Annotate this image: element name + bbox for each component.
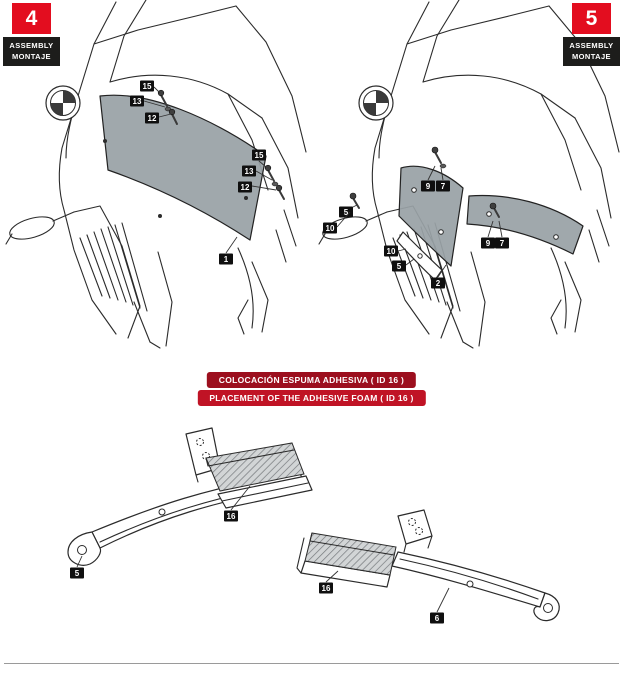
- callout-9-top: 9: [421, 165, 436, 192]
- svg-text:10: 10: [326, 224, 335, 233]
- svg-text:1: 1: [224, 255, 229, 264]
- callout-10-left: 10: [323, 211, 351, 234]
- step-4-assembly-label: ASSEMBLY MONTAJE: [3, 37, 60, 66]
- callout-15-upper: 15: [140, 80, 161, 94]
- bracket-part-6: [296, 509, 560, 622]
- screw-left: [349, 192, 360, 209]
- step-5-badge: 5 ASSEMBLY MONTAJE: [563, 3, 620, 66]
- step-4-number: 4: [12, 3, 51, 34]
- svg-text:15: 15: [143, 82, 152, 91]
- callout-13-upper: 13: [130, 95, 166, 108]
- svg-text:5: 5: [397, 262, 402, 271]
- svg-text:9: 9: [486, 239, 491, 248]
- step-5-diagram: 9 7 5 10 10 5: [318, 0, 620, 349]
- banner-line-english: PLACEMENT OF THE ADHESIVE FOAM ( ID 16 ): [197, 390, 426, 406]
- montaje-text: MONTAJE: [572, 51, 611, 61]
- footer-divider: [4, 663, 619, 664]
- screw-right: [489, 202, 500, 218]
- svg-text:13: 13: [133, 97, 142, 106]
- svg-text:16: 16: [322, 584, 331, 593]
- svg-text:10: 10: [387, 247, 396, 256]
- callout-2-deflector: 2: [431, 264, 447, 289]
- callout-16-right: 16: [319, 570, 339, 594]
- callout-5-bracket: 5: [70, 555, 84, 579]
- svg-text:5: 5: [75, 569, 80, 578]
- banner-line-spanish: COLOCACIÓN ESPUMA ADHESIVA ( ID 16 ): [206, 372, 417, 388]
- svg-text:6: 6: [435, 614, 440, 623]
- callout-5-bottom: 5: [392, 258, 415, 272]
- step-5-assembly-label: ASSEMBLY MONTAJE: [563, 37, 620, 66]
- callout-5-left: 5: [339, 204, 358, 218]
- assembly-text: ASSEMBLY: [569, 41, 614, 50]
- step-5-number: 5: [572, 3, 611, 34]
- svg-text:12: 12: [148, 114, 157, 123]
- foam-strip-right: [304, 532, 397, 576]
- svg-text:15: 15: [255, 151, 264, 160]
- svg-text:7: 7: [441, 182, 446, 191]
- svg-text:9: 9: [426, 182, 431, 191]
- callout-9-right: 9: [481, 220, 495, 249]
- assembly-text: ASSEMBLY: [9, 41, 54, 50]
- callout-7-right: 7: [495, 220, 509, 249]
- screw-cluster-right: [264, 164, 285, 200]
- callout-1-windscreen: 1: [219, 236, 238, 265]
- callout-12-right: 12: [238, 181, 277, 193]
- adhesive-foam-banner: COLOCACIÓN ESPUMA ADHESIVA ( ID 16 ) PLA…: [197, 372, 426, 406]
- callout-10-bottom: 10: [384, 245, 407, 257]
- screw-cluster-upper: [157, 89, 178, 125]
- callout-6-bracket: 6: [430, 587, 450, 624]
- svg-text:12: 12: [241, 183, 250, 192]
- callout-13-right: 13: [242, 165, 273, 181]
- windscreen-part-1: [99, 94, 267, 241]
- svg-text:5: 5: [344, 208, 349, 217]
- step-4-badge: 4 ASSEMBLY MONTAJE: [3, 3, 60, 66]
- callout-16-left: 16: [224, 485, 251, 522]
- callout-12-upper: 12: [145, 112, 172, 124]
- svg-text:13: 13: [245, 167, 254, 176]
- svg-text:16: 16: [227, 512, 236, 521]
- foam-placement-diagram: 16 5 16: [67, 427, 560, 624]
- svg-text:2: 2: [436, 279, 441, 288]
- step-4-diagram: 15 13 12 15 13: [5, 0, 307, 349]
- foam-strip-left: [205, 442, 305, 492]
- callout-7-top: 7: [436, 167, 450, 192]
- screw-top: [431, 146, 447, 169]
- montaje-text: MONTAJE: [12, 51, 51, 61]
- callout-15-right: 15: [252, 149, 267, 168]
- svg-text:7: 7: [500, 239, 505, 248]
